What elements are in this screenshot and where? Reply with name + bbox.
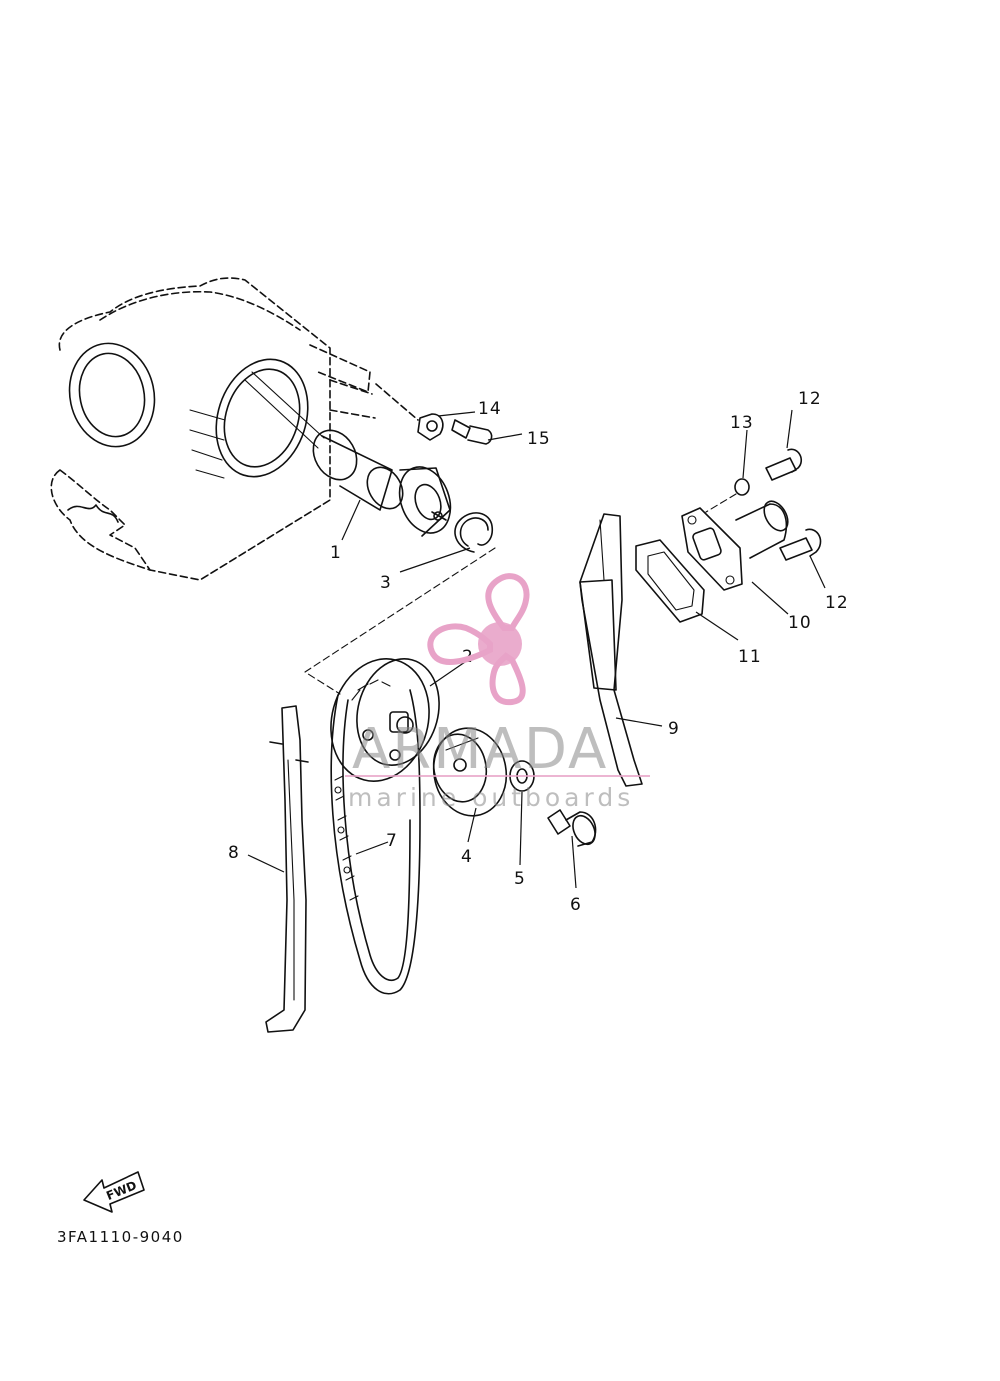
sprocket-bolt bbox=[547, 809, 597, 847]
propeller-hub-icon bbox=[478, 622, 522, 666]
watermark-tagline: marine outboards bbox=[348, 783, 634, 812]
callout-13: 13 bbox=[730, 413, 754, 433]
tensioner-gasket bbox=[635, 539, 705, 623]
callouts: 1 2 3 4 5 6 7 8 9 10 11 12 12 13 14 15 bbox=[228, 389, 849, 915]
tensioner-guide bbox=[579, 513, 643, 787]
watermark-brand: ARMADA bbox=[352, 717, 608, 782]
callout-15: 15 bbox=[527, 429, 551, 449]
callout-7: 7 bbox=[386, 831, 398, 851]
drawing-code: 3FA1110-9040 bbox=[57, 1228, 184, 1246]
propeller-blade-icon bbox=[485, 573, 530, 631]
chain-guide bbox=[265, 705, 309, 1033]
timing-chain bbox=[330, 689, 421, 995]
forward-arrow-icon: FWD bbox=[83, 1171, 145, 1213]
callout-3: 3 bbox=[380, 573, 392, 593]
tensioner-bolt-lower bbox=[779, 528, 822, 561]
callout-1: 1 bbox=[330, 543, 342, 563]
circlip bbox=[454, 512, 494, 553]
callout-12-lower: 12 bbox=[825, 593, 849, 613]
guide-stopper bbox=[375, 383, 444, 441]
callout-14: 14 bbox=[478, 399, 502, 419]
o-ring bbox=[705, 478, 750, 513]
callout-10: 10 bbox=[788, 613, 812, 633]
callout-9: 9 bbox=[668, 719, 680, 739]
drive-sprocket bbox=[432, 727, 508, 817]
tensioner-bolt-upper bbox=[765, 448, 803, 481]
callout-8: 8 bbox=[228, 843, 240, 863]
cam-sprocket bbox=[330, 658, 440, 782]
callout-12-upper: 12 bbox=[798, 389, 822, 409]
camshaft bbox=[312, 429, 452, 537]
propeller-logo bbox=[427, 573, 530, 706]
cylinder-head bbox=[50, 277, 376, 581]
callout-4: 4 bbox=[461, 847, 473, 867]
watermark: ARMADA marine outboards bbox=[345, 573, 650, 812]
leader-lines bbox=[247, 409, 826, 889]
callout-11: 11 bbox=[738, 647, 762, 667]
assembly-lines bbox=[199, 499, 496, 695]
chain-tensioner bbox=[681, 500, 789, 591]
callout-6: 6 bbox=[570, 895, 582, 915]
callout-5: 5 bbox=[514, 869, 526, 889]
guide-stopper-bolt bbox=[451, 419, 493, 445]
